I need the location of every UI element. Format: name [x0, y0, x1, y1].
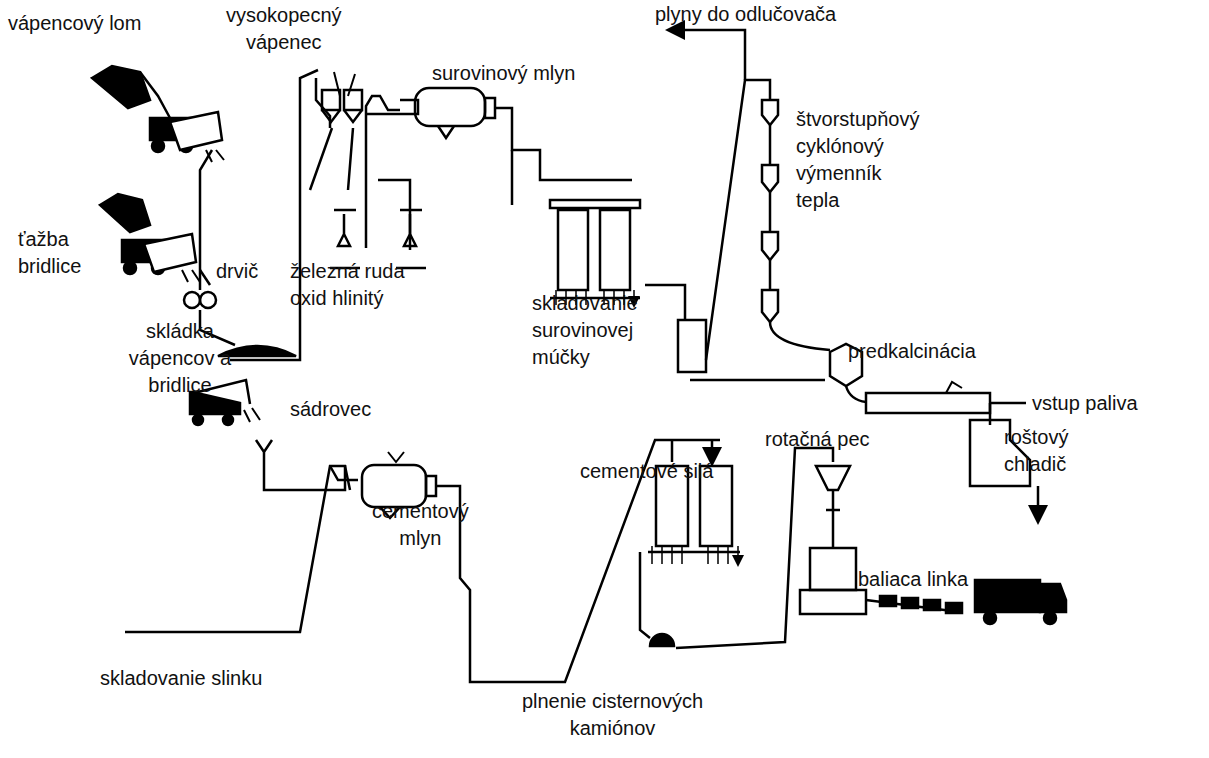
- component-label: predkalcinácia: [848, 338, 976, 365]
- crusher-and-conveyor: [184, 70, 318, 360]
- component-label: sádrovec: [290, 396, 371, 423]
- component-label: vysokopecný vápenec: [226, 2, 342, 56]
- component-label: železná ruda oxid hlinitý: [290, 258, 420, 312]
- raw-mill: [415, 88, 640, 208]
- preheater-tower: [670, 30, 866, 402]
- component-label: plnenie cisternových kamiónov: [500, 688, 725, 742]
- component-label: vstup paliva: [1032, 390, 1138, 417]
- component-label: cementový mlyn: [372, 498, 469, 552]
- component-label: plyny do odlučovača: [655, 1, 836, 28]
- component-label: drvič: [216, 258, 258, 285]
- component-label: cementové silá: [580, 458, 713, 485]
- cement-mill: [125, 440, 720, 682]
- component-label: rotačná pec: [765, 426, 870, 453]
- rotary-kiln: [866, 382, 1038, 520]
- gypsum-truck: [190, 380, 345, 490]
- additive-hoppers: [310, 72, 426, 268]
- shale-excavator: [100, 194, 200, 282]
- packing-line: [800, 466, 1066, 624]
- component-label: skladovanie surovinovej múčky: [532, 290, 638, 371]
- quarry-excavator: [92, 66, 224, 162]
- component-label: skládka vápencov a bridlice: [128, 318, 232, 399]
- component-label: ťažba bridlice: [18, 226, 81, 280]
- component-label: roštový chladič: [1004, 424, 1068, 478]
- component-label: baliaca linka: [858, 566, 968, 593]
- component-label: štvorstupňový cyklónový výmenník tepla: [796, 106, 919, 214]
- component-label: skladovanie slinku: [100, 665, 262, 692]
- component-label: surovinový mlyn: [432, 60, 575, 87]
- component-label: vápencový lom: [8, 10, 141, 37]
